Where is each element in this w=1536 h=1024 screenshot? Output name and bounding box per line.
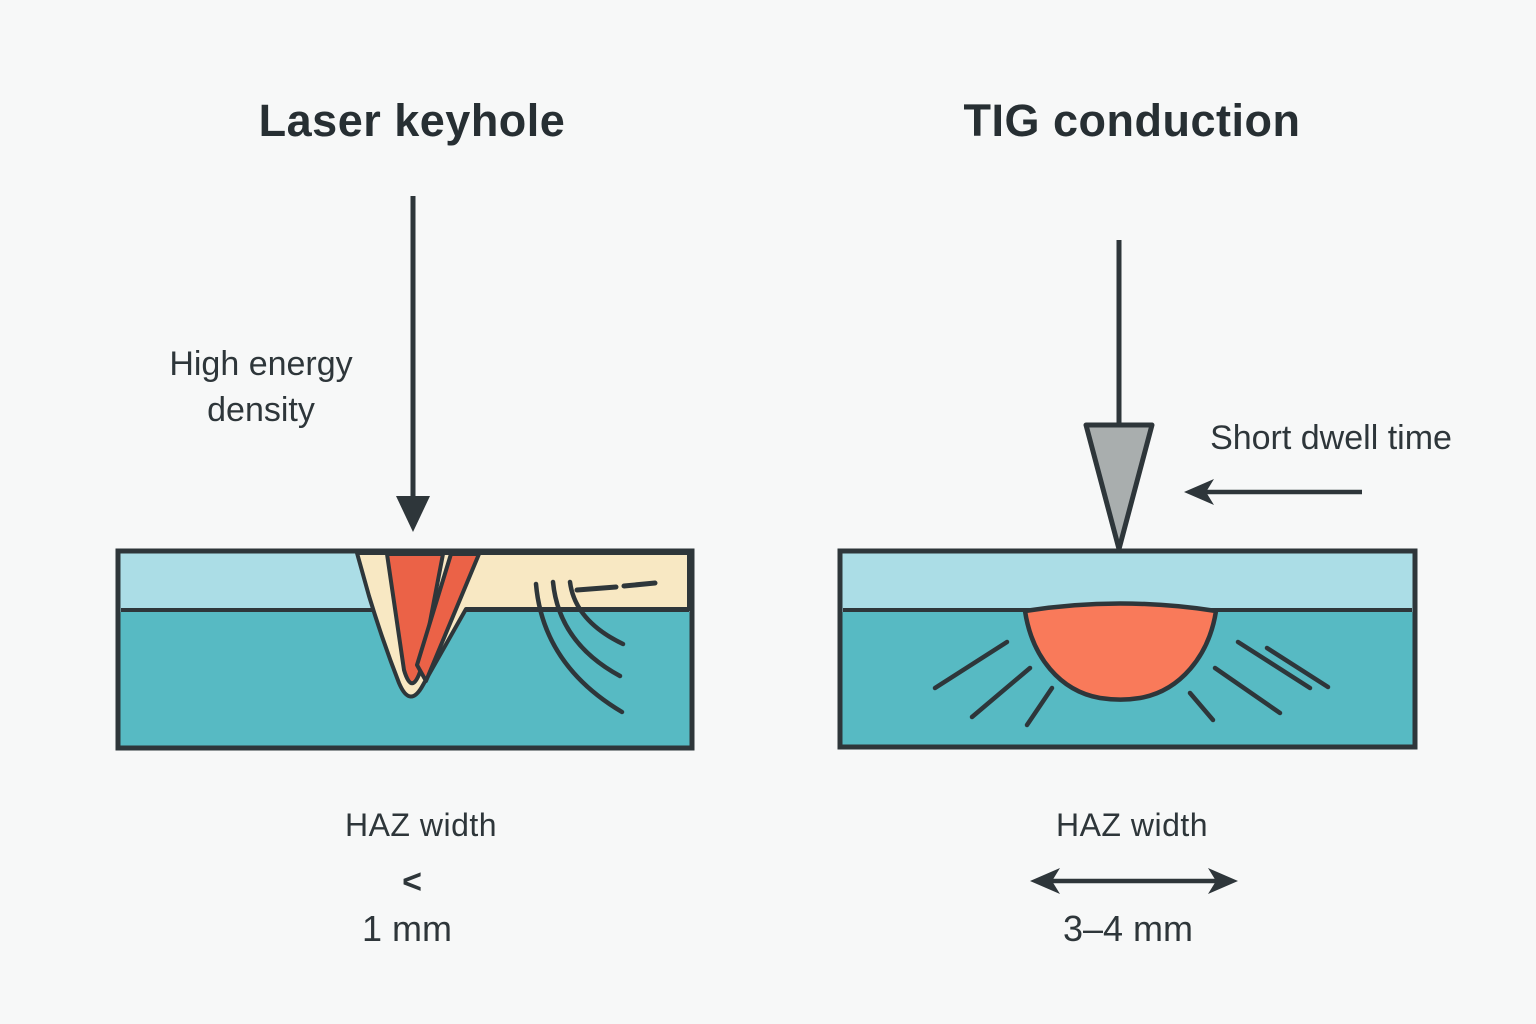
haz-value-left: 1 mm	[362, 908, 452, 949]
haz-value-right: 3–4 mm	[1062, 908, 1194, 949]
haz-width-label-left: HAZ width	[344, 807, 498, 843]
travel-arrowhead	[1184, 479, 1214, 505]
right-workpiece-block	[837, 548, 1418, 750]
tig-electrode	[1083, 240, 1155, 552]
laser-arrowhead	[396, 496, 430, 532]
laser-beam-arrow	[396, 196, 430, 532]
tig-electrode-tip	[1083, 422, 1155, 552]
weld-pool	[1022, 601, 1219, 702]
left-panel-title: Laser keyhole	[258, 95, 566, 146]
haz-width-label-right: HAZ width	[1055, 807, 1209, 843]
high-energy-line-1: High energy	[169, 345, 353, 383]
left-workpiece-block	[115, 548, 695, 751]
haz-width-arrow	[1030, 868, 1238, 894]
heat-flow-arcs	[533, 579, 626, 715]
travel-dashes	[574, 580, 658, 593]
right-panel-title: TIG conduction	[963, 95, 1301, 146]
travel-direction-arrow	[1184, 479, 1362, 505]
keyhole-melt-band	[415, 552, 481, 683]
heat-dissipation-lines	[932, 639, 1331, 728]
high-energy-line-2: density	[207, 391, 315, 429]
block-border-left	[115, 548, 695, 751]
short-dwell-time-label: Short dwell time	[1210, 419, 1452, 457]
high-energy-density-label: High energy density	[111, 341, 411, 433]
block-border-right	[837, 548, 1418, 750]
less-than-symbol: <	[402, 863, 422, 901]
haz-arrowhead-left	[1030, 868, 1060, 894]
haz-arrowhead-right	[1208, 868, 1238, 894]
